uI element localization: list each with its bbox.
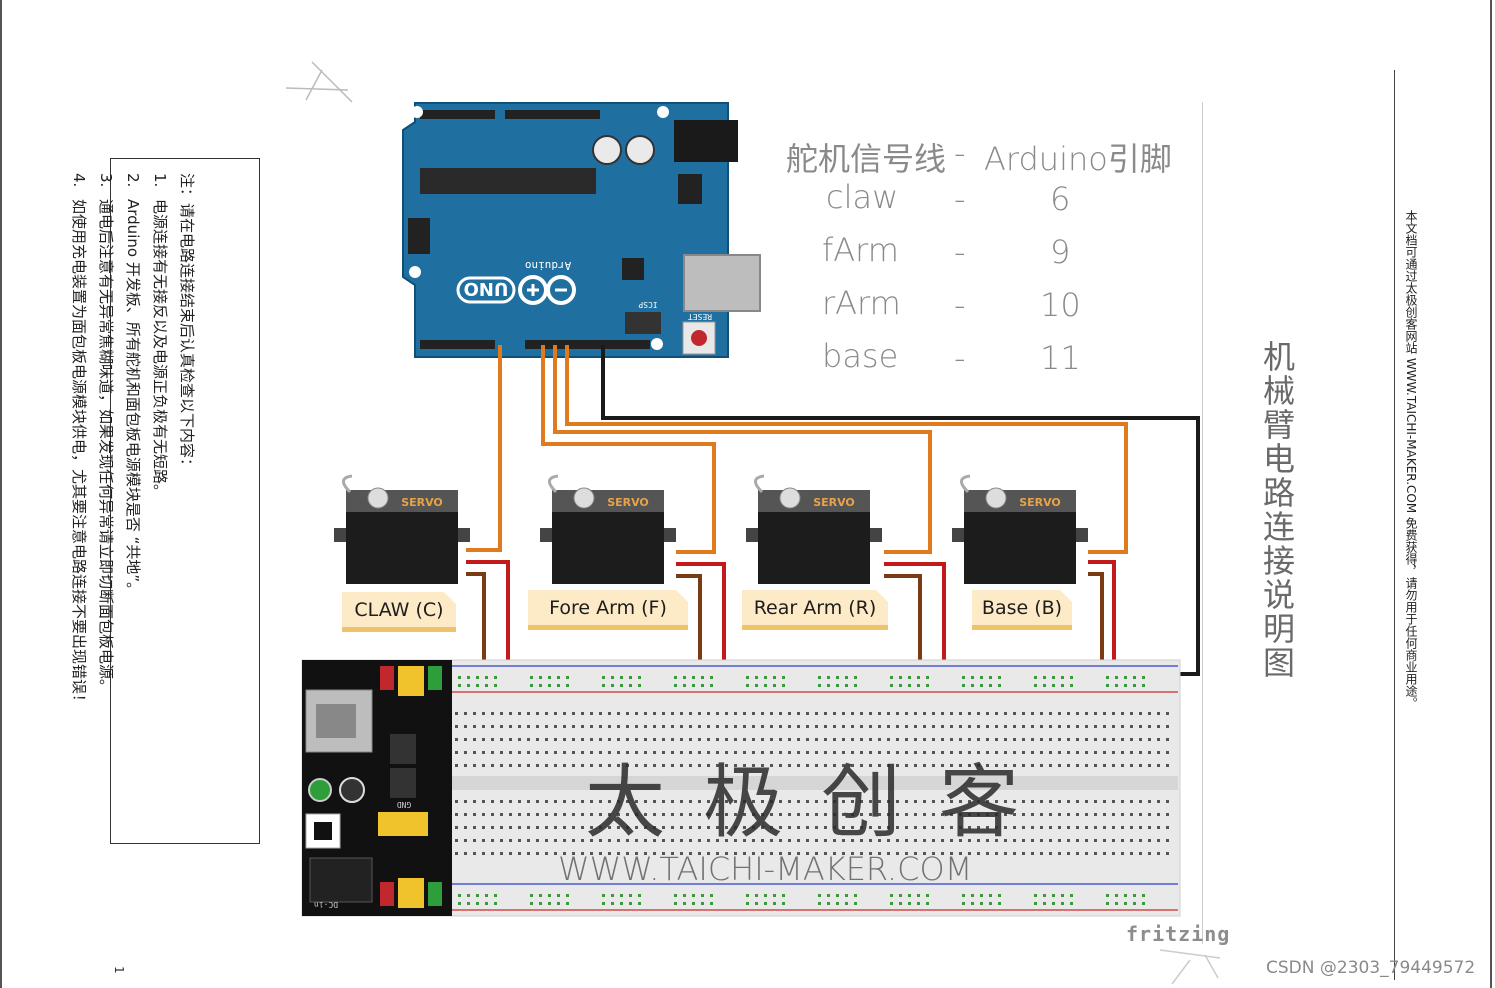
- servo-chip-label: SERVO: [607, 496, 649, 509]
- arduino-board: [402, 102, 761, 358]
- servo-label-base: Base (B): [972, 590, 1072, 630]
- arduino-brand-text: Arduino: [525, 259, 571, 272]
- base-signal-wire: [565, 345, 1128, 554]
- mapping-row-dash: -: [954, 180, 966, 218]
- servo-power-wires: [466, 560, 1116, 684]
- mapping-row-name: base: [822, 337, 899, 375]
- servo-label-fore-arm: Fore Arm (F): [528, 590, 688, 630]
- fore-arm-signal-wire: [541, 345, 716, 554]
- sketch-mark: [285, 61, 353, 103]
- rear-arm-signal-wire: [553, 345, 932, 554]
- claw-signal-wire: [466, 345, 502, 552]
- mapping-header-right: Arduino引脚: [984, 140, 1172, 178]
- right-frame-line: [1490, 0, 1492, 988]
- servo-chip-label: SERVO: [813, 496, 855, 509]
- mapping-row-dash: -: [954, 286, 966, 324]
- reset-label: RESET: [688, 312, 712, 321]
- mapping-header-left: 舵机信号线: [786, 140, 947, 178]
- servo-base: [952, 474, 1088, 584]
- icsp-label: ICSP: [638, 300, 657, 309]
- servo-label-claw: CLAW (C): [342, 592, 456, 632]
- sketch-mark-bottom: [1159, 949, 1221, 985]
- mapping-row-pin: 9: [1050, 233, 1071, 271]
- content-divider: [1202, 102, 1203, 944]
- uno-logo-text: UNO: [464, 278, 509, 299]
- mapping-row-pin: 6: [1050, 180, 1071, 218]
- mapping-header-dash: -: [954, 134, 966, 172]
- servo-rear-arm: [746, 474, 882, 584]
- brand-chinese-watermark: 太极创客: [585, 756, 1057, 849]
- right-divider: [1394, 70, 1395, 980]
- gnd-label: GND: [397, 800, 412, 809]
- servo-chip-label: SERVO: [401, 496, 443, 509]
- signal-wires: [466, 345, 1128, 554]
- left-frame-line: [0, 0, 2, 988]
- mapping-row-dash: -: [954, 339, 966, 377]
- mapping-row-dash: -: [954, 233, 966, 271]
- servo-fore-arm: [540, 474, 676, 584]
- power-module: [302, 660, 452, 916]
- servo-claw: [334, 474, 470, 584]
- brand-url-watermark: WWW.TAICHI-MAKER.COM: [558, 850, 973, 888]
- servo-chip-label: SERVO: [1019, 496, 1061, 509]
- csdn-watermark: CSDN @2303_79449572: [1266, 958, 1476, 978]
- mapping-row-pin: 10: [1040, 286, 1081, 324]
- mapping-row-pin: 11: [1040, 339, 1081, 377]
- dc-in-label: DC-in: [314, 900, 338, 909]
- mapping-row-name: fArm: [822, 231, 899, 269]
- mapping-row-name: rArm: [822, 284, 901, 322]
- usage-notice: 本文档可通过太极创客网站 WWW.TAICHI-MAKER.COM 免费获得，请…: [1404, 210, 1418, 709]
- notes-box: [110, 158, 260, 844]
- servo-label-rear-arm: Rear Arm (R): [742, 590, 888, 630]
- fritzing-logo: fritzing: [1126, 922, 1231, 946]
- diagram-title: 机械臂电路连接说明图: [1258, 340, 1296, 680]
- mapping-row-name: claw: [826, 178, 899, 216]
